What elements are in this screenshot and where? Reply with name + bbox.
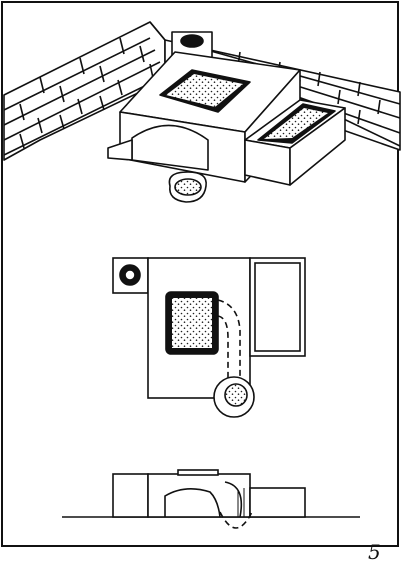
perspective-view: [3, 21, 401, 203]
plan-view: [112, 257, 306, 418]
left-brick-wall: [3, 21, 166, 161]
hotplate-top: [159, 69, 251, 113]
elevation-pit-dashed: [219, 511, 253, 529]
ash-pot: [168, 171, 207, 203]
sand-box: [244, 99, 346, 186]
plan-flue-dashed: [217, 299, 241, 380]
border-frame: [1, 1, 399, 547]
elevation-view: [62, 469, 360, 529]
page-number: 5: [368, 540, 381, 564]
